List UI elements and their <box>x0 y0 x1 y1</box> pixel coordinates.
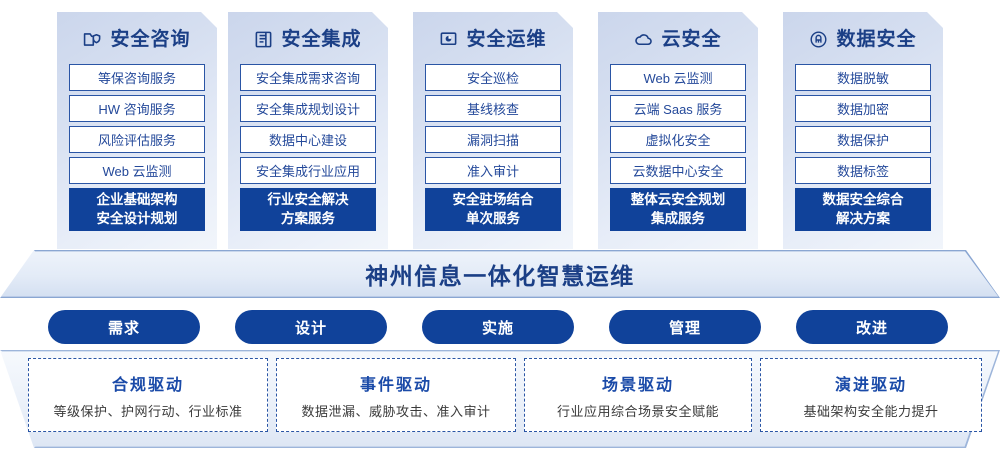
service-item[interactable]: HW 咨询服务 <box>69 95 205 122</box>
driver-heading: 演进驱动 <box>834 376 907 394</box>
service-item[interactable]: 数据脱敏 <box>795 64 931 91</box>
integration-box-icon <box>254 30 273 49</box>
service-item[interactable]: Web 云监测 <box>610 64 746 91</box>
service-item[interactable]: 数据中心建设 <box>240 126 376 153</box>
service-columns: 安全咨询 等保咨询服务 HW 咨询服务 风险评估服务 Web 云监测 企业基础架… <box>0 12 1000 249</box>
summary-line-2: 单次服务 <box>466 210 520 226</box>
driver-subtitle: 等级保护、护网行动、行业标准 <box>53 403 243 419</box>
service-item[interactable]: 漏洞扫描 <box>425 126 561 153</box>
service-column-security-integration[interactable]: 安全集成 安全集成需求咨询 安全集成规划设计 数据中心建设 安全集成行业应用 行… <box>228 12 388 249</box>
driver-heading: 场景驱动 <box>601 376 674 394</box>
drivers-section: 合规驱动 等级保护、护网行动、行业标准 事件驱动 数据泄漏、威胁攻击、准入审计 … <box>0 350 1000 448</box>
summary-line-1: 数据安全综合 <box>822 191 904 207</box>
column-header: 安全咨询 <box>69 22 205 56</box>
summary-line-2: 解决方案 <box>836 210 890 226</box>
driver-card-scenario[interactable]: 场景驱动 行业应用综合场景安全赋能 <box>524 358 752 432</box>
column-header: 云安全 <box>610 22 746 56</box>
cloud-icon <box>634 30 653 49</box>
service-item[interactable]: 安全集成规划设计 <box>240 95 376 122</box>
column-summary[interactable]: 行业安全解决 方案服务 <box>240 188 376 231</box>
service-item[interactable]: 云数据中心安全 <box>610 157 746 184</box>
service-item[interactable]: 数据加密 <box>795 95 931 122</box>
service-item[interactable]: 虚拟化安全 <box>610 126 746 153</box>
driver-subtitle: 基础架构安全能力提升 <box>803 403 939 419</box>
column-header: 安全运维 <box>425 22 561 56</box>
banner-title: 神州信息一体化智慧运维 <box>365 263 635 289</box>
driver-heading: 合规驱动 <box>111 376 184 394</box>
summary-line-1: 行业安全解决 <box>267 191 349 207</box>
column-summary[interactable]: 安全驻场结合 单次服务 <box>425 188 561 231</box>
column-header: 数据安全 <box>795 22 931 56</box>
column-title: 安全咨询 <box>110 28 191 50</box>
pill-implementation[interactable]: 实施 <box>422 310 574 344</box>
column-summary[interactable]: 企业基础架构 安全设计规划 <box>69 188 205 231</box>
column-summary[interactable]: 数据安全综合 解决方案 <box>795 188 931 231</box>
driver-subtitle: 数据泄漏、威胁攻击、准入审计 <box>301 403 491 419</box>
platform-banner: 神州信息一体化智慧运维 <box>0 250 1000 298</box>
lifecycle-pills: 需求 设计 实施 管理 改进 <box>0 310 1000 344</box>
column-summary[interactable]: 整体云安全规划 集成服务 <box>610 188 746 231</box>
pill-design[interactable]: 设计 <box>235 310 387 344</box>
service-column-cloud-security[interactable]: 云安全 Web 云监测 云端 Saas 服务 虚拟化安全 云数据中心安全 整体云… <box>598 12 758 249</box>
summary-line-1: 安全驻场结合 <box>452 191 534 207</box>
service-item[interactable]: 等保咨询服务 <box>69 64 205 91</box>
service-column-data-security[interactable]: 数据安全 数据脱敏 数据加密 数据保护 数据标签 数据安全综合 解决方案 <box>783 12 943 249</box>
folder-shield-icon <box>83 30 102 49</box>
service-item[interactable]: 安全巡检 <box>425 64 561 91</box>
service-item[interactable]: 安全集成行业应用 <box>240 157 376 184</box>
pill-requirements[interactable]: 需求 <box>48 310 200 344</box>
driver-heading: 事件驱动 <box>359 376 432 394</box>
summary-line-2: 安全设计规划 <box>96 210 178 226</box>
summary-line-2: 方案服务 <box>281 210 335 226</box>
service-item[interactable]: 数据保护 <box>795 126 931 153</box>
service-item[interactable]: 风险评估服务 <box>69 126 205 153</box>
column-header: 安全集成 <box>240 22 376 56</box>
summary-line-1: 企业基础架构 <box>96 191 178 207</box>
driver-card-incident[interactable]: 事件驱动 数据泄漏、威胁攻击、准入审计 <box>276 358 516 432</box>
service-column-security-consulting[interactable]: 安全咨询 等保咨询服务 HW 咨询服务 风险评估服务 Web 云监测 企业基础架… <box>57 12 217 249</box>
pill-management[interactable]: 管理 <box>609 310 761 344</box>
service-item[interactable]: 安全集成需求咨询 <box>240 64 376 91</box>
monitor-chart-icon <box>439 30 458 49</box>
service-item[interactable]: 准入审计 <box>425 157 561 184</box>
column-title: 安全运维 <box>466 28 547 50</box>
column-title: 安全集成 <box>281 28 362 50</box>
service-item[interactable]: 基线核查 <box>425 95 561 122</box>
driver-subtitle: 行业应用综合场景安全赋能 <box>556 403 719 419</box>
driver-card-compliance[interactable]: 合规驱动 等级保护、护网行动、行业标准 <box>28 358 268 432</box>
driver-card-evolution[interactable]: 演进驱动 基础架构安全能力提升 <box>760 358 982 432</box>
service-column-security-operations[interactable]: 安全运维 安全巡检 基线核查 漏洞扫描 准入审计 安全驻场结合 单次服务 <box>413 12 573 249</box>
summary-line-1: 整体云安全规划 <box>630 191 726 207</box>
column-title: 云安全 <box>661 28 722 50</box>
service-item[interactable]: 数据标签 <box>795 157 931 184</box>
column-title: 数据安全 <box>836 28 917 50</box>
service-item[interactable]: Web 云监测 <box>69 157 205 184</box>
service-item[interactable]: 云端 Saas 服务 <box>610 95 746 122</box>
banner-shape <box>0 250 1000 298</box>
fingerprint-icon <box>809 30 828 49</box>
pill-improvement[interactable]: 改进 <box>796 310 948 344</box>
summary-line-2: 集成服务 <box>651 210 705 226</box>
